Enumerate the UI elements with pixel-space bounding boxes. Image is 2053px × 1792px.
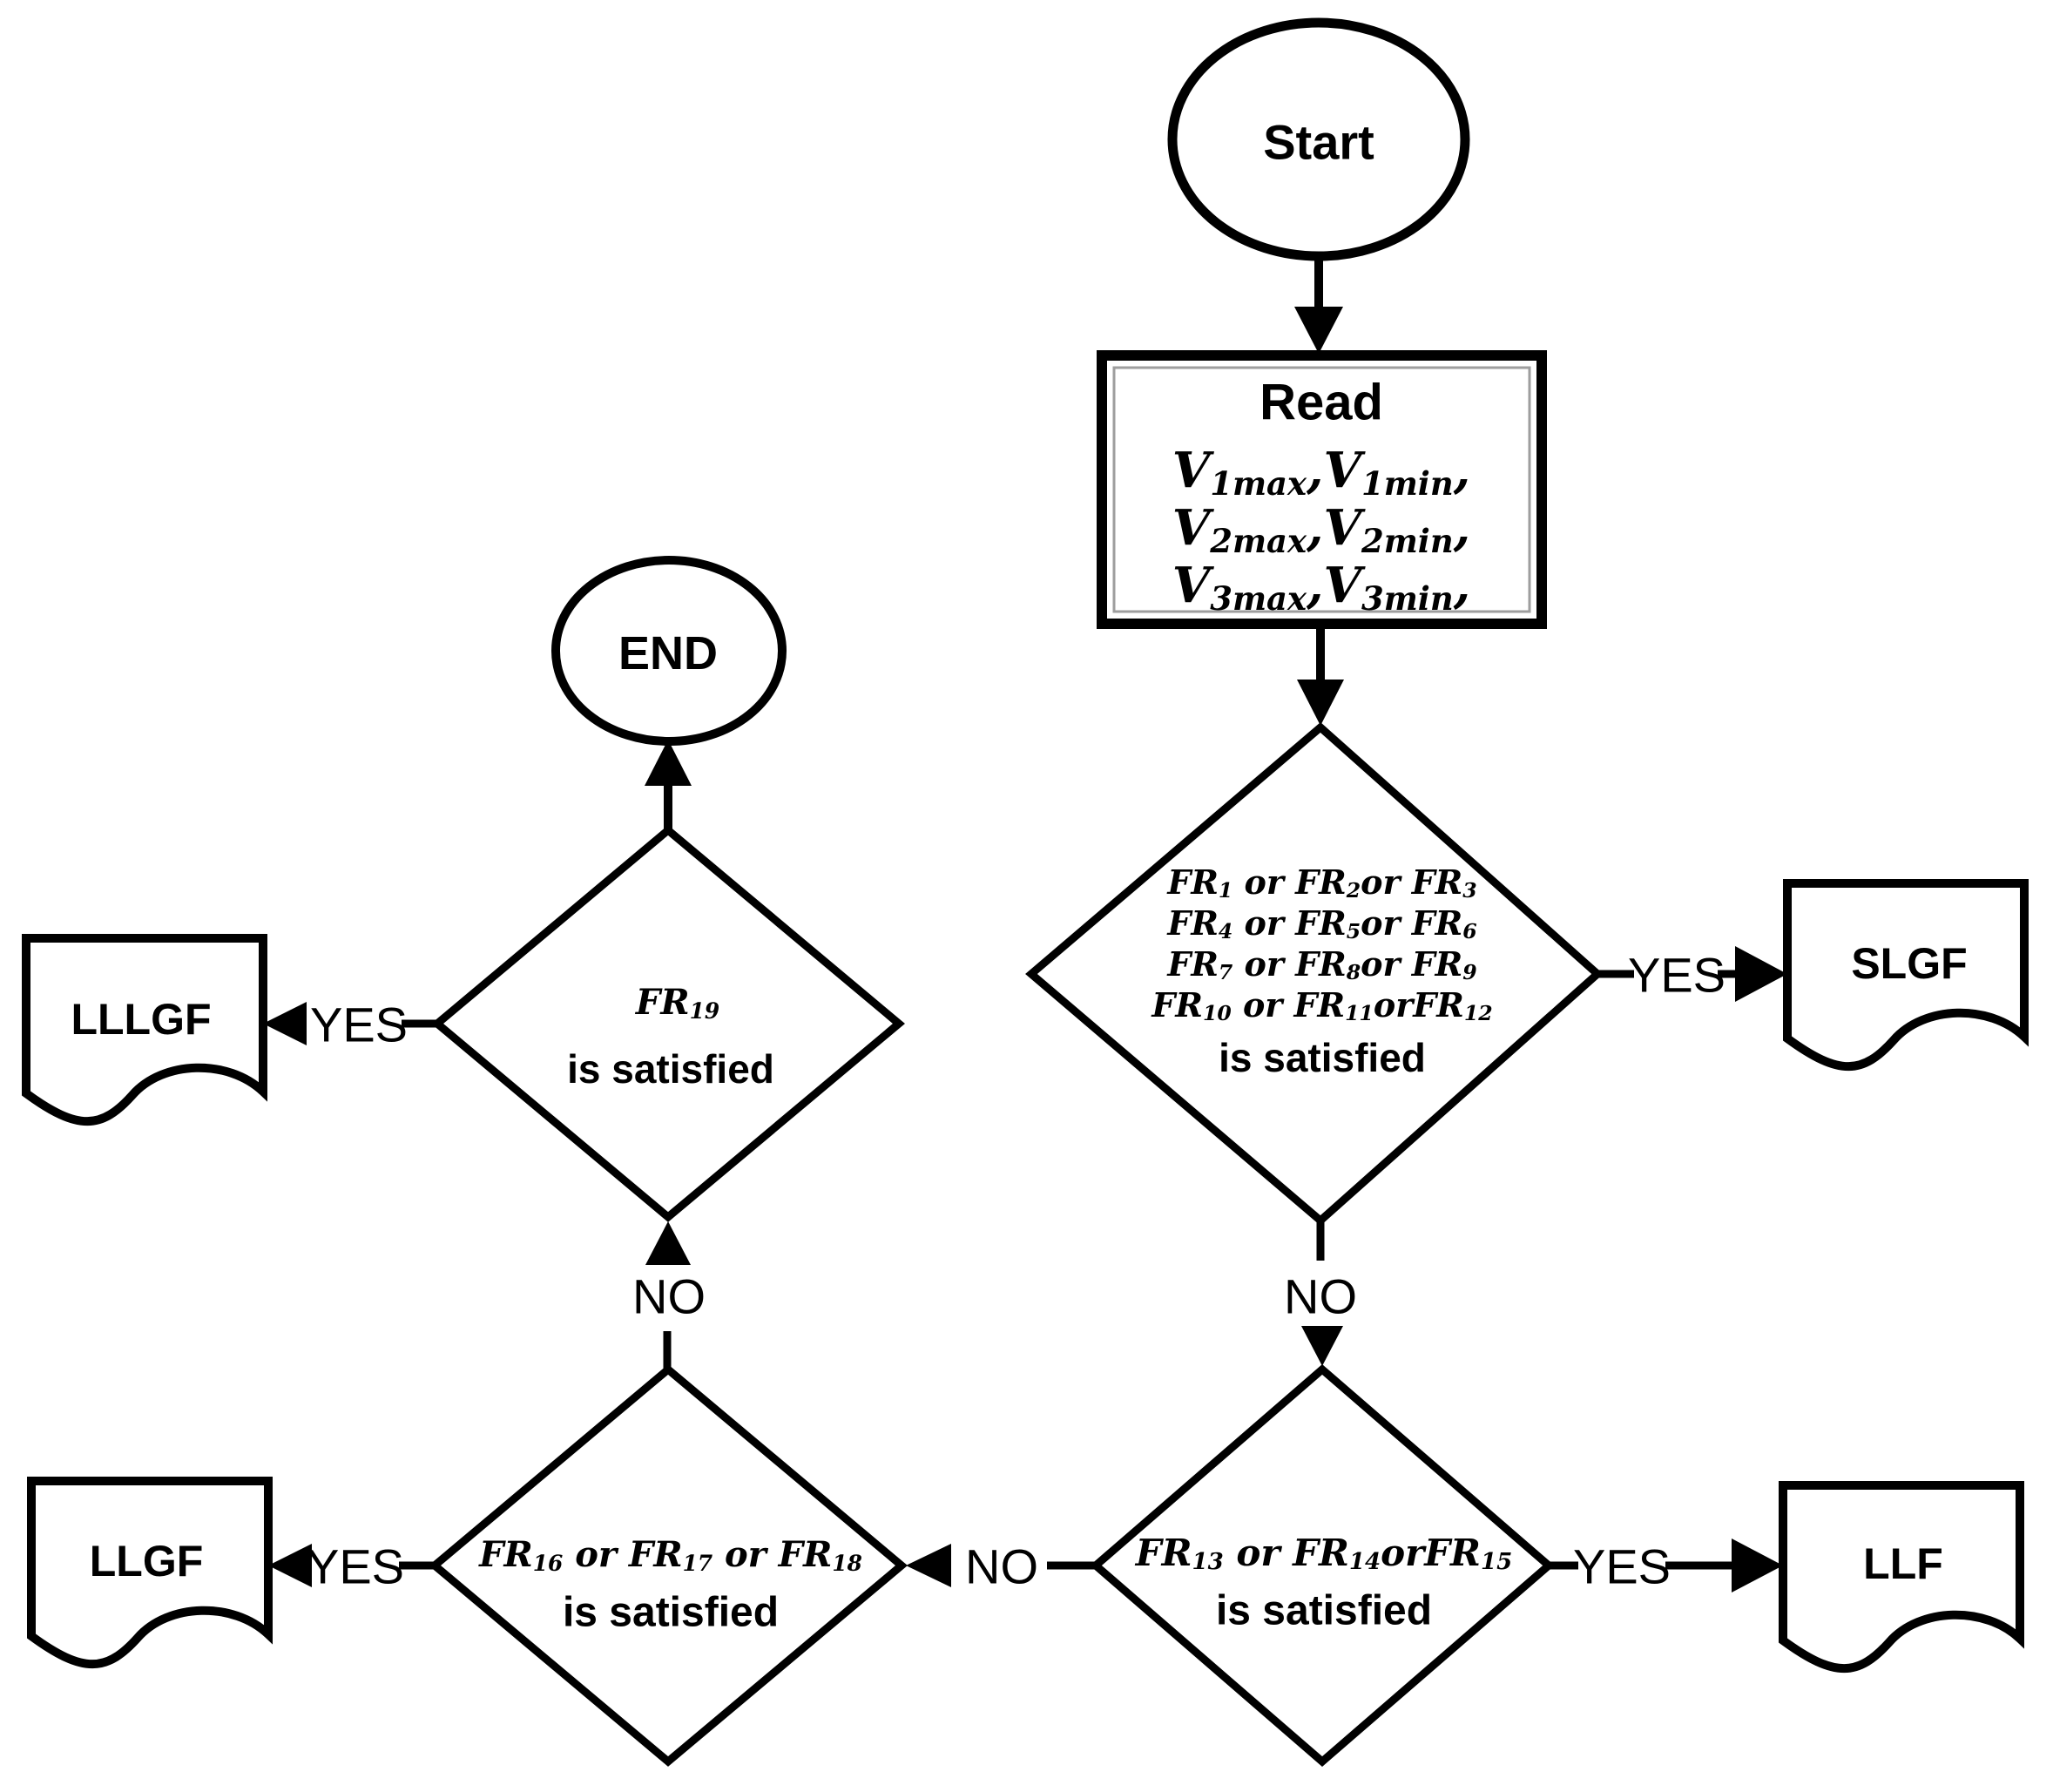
- decision-fr1-12-line-4: FR10 or FR11orFR12: [1151, 985, 1492, 1026]
- decision-fr1-12-line-3: FR7 or FR8or FR9: [1166, 944, 1476, 985]
- decision-fr1-12-suffix: is satisfied: [1219, 1035, 1426, 1080]
- decision-fr19-line: FR19: [635, 982, 719, 1024]
- edge-label-yes-llf: YES: [1573, 1539, 1671, 1594]
- read-process-inner-border: [1112, 366, 1531, 613]
- edge-decision4-lllgf-arrowhead: [263, 1002, 307, 1045]
- document-llf: [1779, 1481, 2024, 1673]
- end-node-label: END: [618, 627, 718, 680]
- read-process-title: Read: [1259, 375, 1383, 431]
- decision-fr1-12-line-2: FR4 or FR5or FR6: [1166, 903, 1476, 944]
- edge-decision2-llf-arrowhead: [1732, 1538, 1783, 1593]
- document-lllgf-label: LLLGF: [71, 995, 211, 1044]
- document-llgf-label: LLGF: [90, 1537, 204, 1586]
- decision-fr1-12-line-1: FR1 or FR2or FR3: [1166, 862, 1476, 903]
- edge-decision3-llgf-arrowhead: [268, 1544, 312, 1587]
- read-process-box: [1097, 350, 1547, 629]
- end-node: [551, 556, 787, 746]
- decision-fr19-diamond: [430, 825, 906, 1222]
- read-process-line-1: V1max,V1min,: [1172, 442, 1470, 503]
- document-llgf: [27, 1477, 273, 1668]
- edge-decision3-decision4-arrowhead: [645, 1221, 691, 1265]
- document-llf-label: LLF: [1863, 1539, 1943, 1588]
- decision-fr13-15-suffix: is satisfied: [1216, 1588, 1432, 1634]
- edge-decision2-decision3-arrowhead: [906, 1544, 951, 1587]
- edge-label-yes-slgf: YES: [1628, 948, 1725, 1003]
- decision-fr13-15-line: FR13 or FR14orFR15: [1135, 1532, 1512, 1576]
- edge-decision4-end-arrowhead: [645, 740, 692, 786]
- document-slgf: [1783, 879, 2029, 1071]
- edge-label-no-decision2: NO: [1284, 1269, 1357, 1324]
- read-process-line-2: V2max,V2min,: [1172, 499, 1470, 560]
- edges: [263, 254, 1787, 1593]
- document-slgf-label: SLGF: [1851, 939, 1967, 988]
- edge-start-read-arrowhead: [1294, 307, 1343, 354]
- decision-fr19-suffix: is satisfied: [567, 1046, 774, 1092]
- start-node: [1167, 17, 1470, 261]
- edge-label-no-decision3: NO: [965, 1539, 1038, 1594]
- decision-fr16-18-suffix: is satisfied: [563, 1590, 779, 1636]
- start-node-label: Start: [1263, 115, 1374, 170]
- decision-fr1-12-diamond: [1025, 722, 1604, 1226]
- decision-fr16-18-line: FR16 or FR17 or FR18: [478, 1534, 862, 1576]
- edge-label-yes-lllgf: YES: [310, 997, 408, 1052]
- edge-label-yes-llgf: YES: [307, 1539, 404, 1594]
- decision-fr13-15-diamond: [1090, 1364, 1555, 1767]
- edge-decision1-decision2-arrowhead: [1301, 1326, 1343, 1366]
- edge-label-no-decision4: NO: [632, 1269, 706, 1324]
- read-process-line-3: V3max,V3min,: [1172, 557, 1470, 618]
- edge-decision1-slgf-arrowhead: [1735, 946, 1787, 1002]
- edge-read-decision1-arrowhead: [1297, 680, 1344, 726]
- document-lllgf: [22, 934, 267, 1126]
- decision-fr16-18-diamond: [429, 1364, 908, 1767]
